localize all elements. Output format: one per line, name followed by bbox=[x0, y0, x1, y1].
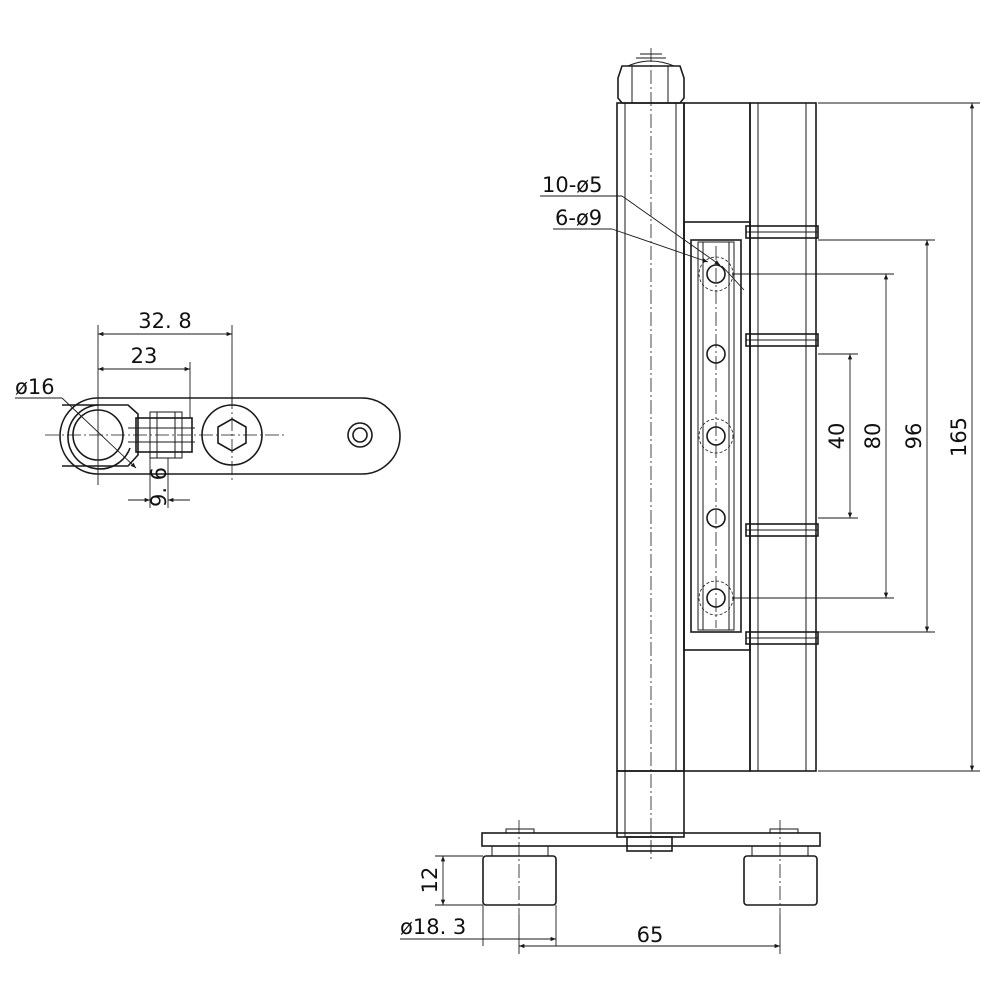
dim-10-dia5-label: 10-ø5 bbox=[542, 173, 603, 197]
base-plate bbox=[481, 832, 821, 847]
knuckle-bracket bbox=[62, 404, 139, 467]
dim-165-label: 165 bbox=[947, 417, 971, 457]
side-view-outline bbox=[59, 397, 401, 475]
knuckle-outline bbox=[67, 404, 131, 470]
rivet-outer bbox=[347, 422, 373, 448]
hinge-leaf bbox=[683, 102, 751, 772]
dim-96-label: 96 bbox=[902, 423, 926, 450]
mounting-strip bbox=[690, 239, 742, 633]
dim-32-8-label: 32. 8 bbox=[138, 309, 191, 333]
dim-65-label: 65 bbox=[637, 923, 664, 947]
dim-12-label: 12 bbox=[418, 867, 442, 894]
side-view: 32. 8 23 ø16 9. 6 bbox=[15, 309, 401, 508]
pin-post bbox=[616, 102, 685, 772]
front-view: 165 96 80 40 10-ø5 6-ø9 12 ø18. 3 65 bbox=[400, 48, 980, 954]
pin-post-lower bbox=[616, 770, 685, 838]
foot-left bbox=[482, 855, 557, 906]
dim-80-label: 80 bbox=[861, 423, 885, 450]
dim-9-6-label: 9. 6 bbox=[147, 467, 171, 507]
dim-dia16-label: ø16 bbox=[15, 375, 55, 399]
rivet-inner bbox=[352, 427, 368, 443]
foot-right bbox=[743, 855, 818, 906]
hinge-barrel bbox=[749, 102, 817, 772]
dim-23-label: 23 bbox=[131, 344, 158, 368]
pin-post-base bbox=[626, 836, 673, 852]
mounting-strip-inner bbox=[697, 241, 735, 631]
dim-6-dia9-label: 6-ø9 bbox=[555, 206, 602, 230]
dim-40-label: 40 bbox=[825, 423, 849, 450]
dim-dia18-3-label: ø18. 3 bbox=[400, 915, 466, 939]
